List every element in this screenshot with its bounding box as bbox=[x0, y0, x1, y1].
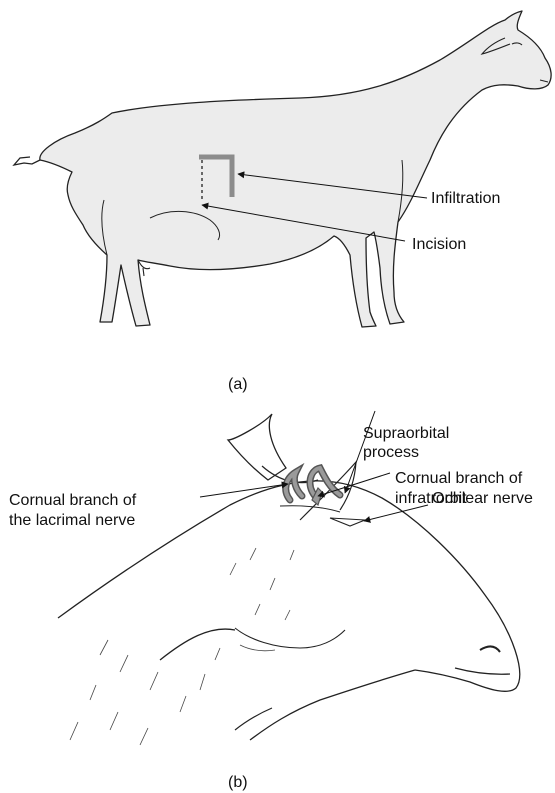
cheek-fold bbox=[235, 628, 345, 648]
lacrimal-leader bbox=[200, 484, 288, 497]
supraorbital-label-line2: process bbox=[363, 444, 419, 461]
lacrimal-label-line1: Cornual branch of bbox=[9, 492, 137, 509]
skull-ridge bbox=[280, 506, 340, 512]
neck-line bbox=[160, 629, 235, 660]
goat-tail bbox=[14, 157, 40, 165]
throat-line bbox=[235, 708, 272, 730]
caption-b: (b) bbox=[228, 774, 248, 791]
orbit-shape bbox=[330, 518, 365, 526]
supraorbital-label-line1: Supraorbital bbox=[363, 425, 449, 442]
nostril-icon bbox=[480, 646, 500, 652]
panel-a: Infiltration Incision (a) bbox=[14, 11, 551, 393]
mouth-line bbox=[455, 668, 510, 674]
caption-a: (a) bbox=[228, 376, 248, 393]
panel-b: Supraorbital process Cornual branch of i… bbox=[9, 411, 533, 791]
chin-jaw bbox=[250, 670, 415, 740]
incision-label: Incision bbox=[412, 236, 466, 253]
hair-strokes bbox=[70, 548, 294, 745]
horn bbox=[228, 414, 286, 480]
infiltration-label: Infiltration bbox=[431, 190, 500, 207]
orbit-label: Orbit bbox=[432, 490, 467, 507]
goat-body-outline bbox=[40, 11, 551, 327]
infratrochlear-label-line1: Cornual branch of bbox=[395, 470, 523, 487]
lacrimal-label-line2: the lacrimal nerve bbox=[9, 512, 135, 529]
